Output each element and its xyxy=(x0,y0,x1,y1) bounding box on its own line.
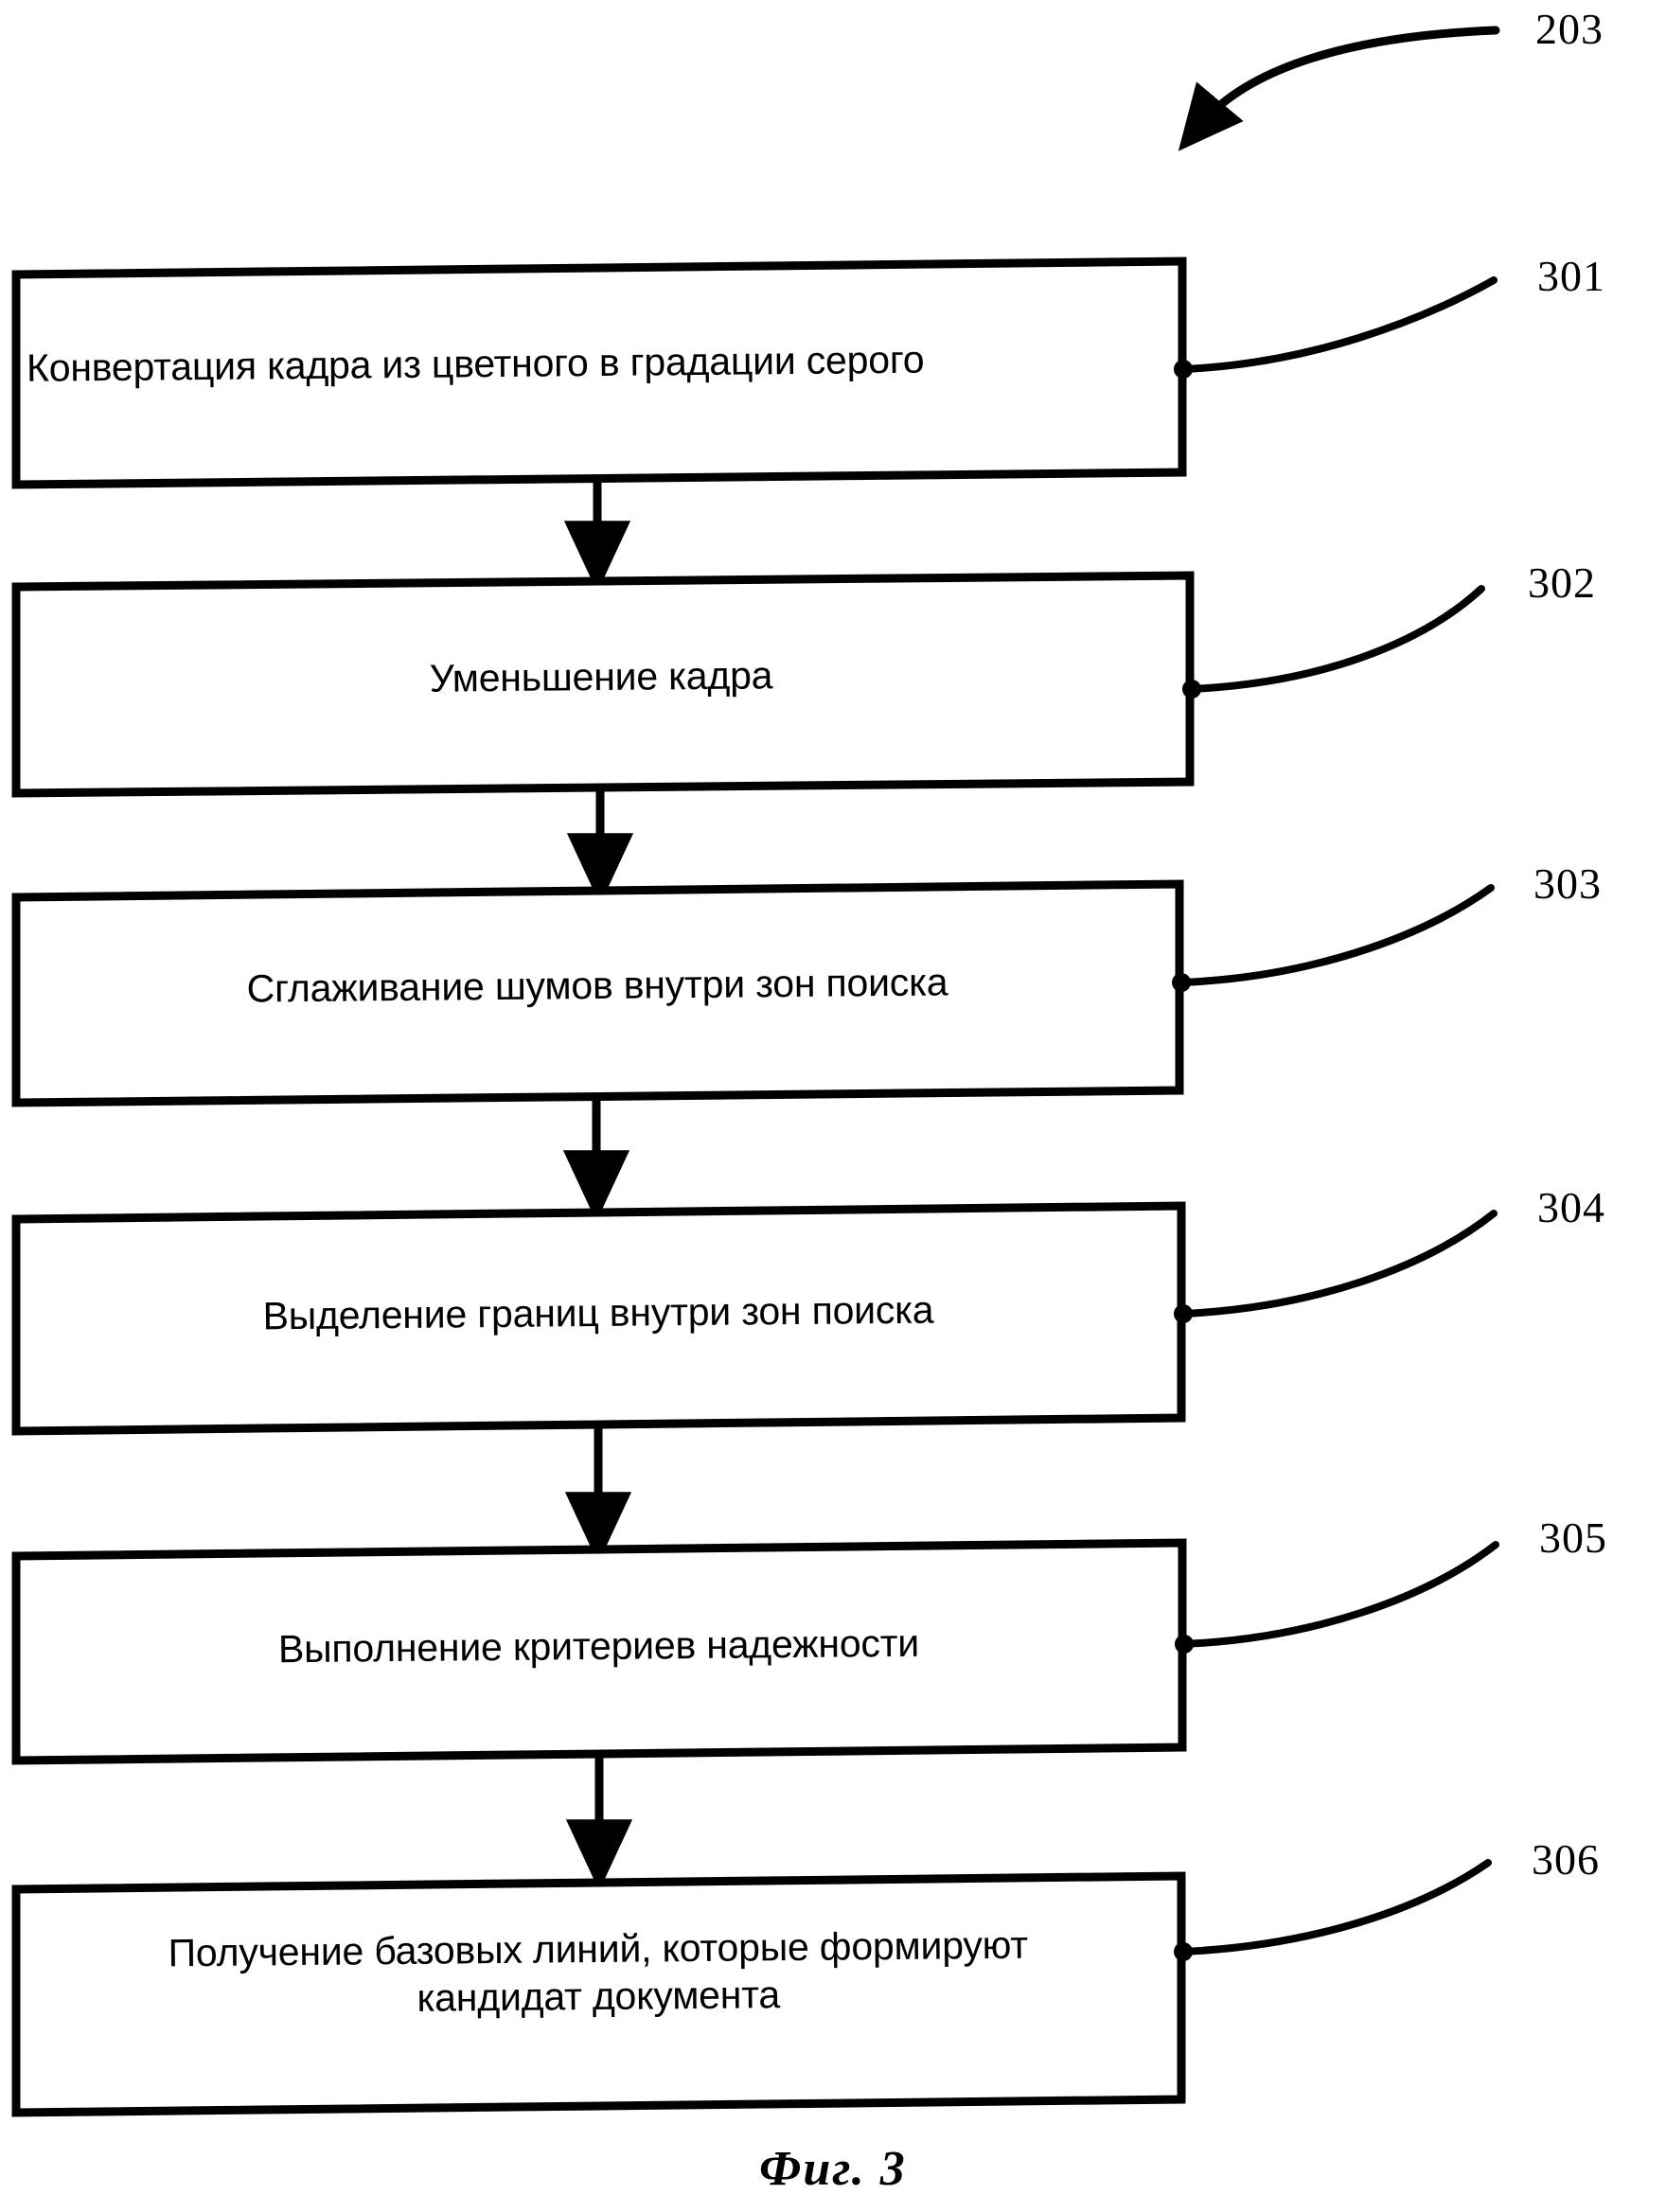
ref-301-leader xyxy=(1174,276,1498,379)
reference-numeral-301: 301 xyxy=(1537,252,1605,300)
ref-302-leader xyxy=(1182,585,1485,699)
figure-caption: Фиг. 3 xyxy=(759,2142,907,2196)
reference-numeral-203: 203 xyxy=(1535,5,1604,53)
process-box-304 xyxy=(11,1201,1186,1436)
reference-numeral-304: 304 xyxy=(1537,1183,1605,1231)
process-box-303 xyxy=(11,879,1184,1107)
process-box-305 xyxy=(11,1538,1187,1765)
reference-numeral-302: 302 xyxy=(1528,558,1596,607)
process-box-306-label: Получение базовых линий, которые формиру… xyxy=(168,1922,1029,2020)
ref-304-leader xyxy=(1174,1210,1498,1323)
ref-305-leader xyxy=(1175,1541,1499,1654)
reference-numeral-306: 306 xyxy=(1532,1835,1600,1884)
reference-numeral-305: 305 xyxy=(1539,1513,1607,1562)
process-box-302 xyxy=(11,571,1195,798)
reference-numeral-303: 303 xyxy=(1533,859,1602,908)
process-box-306 xyxy=(11,1871,1186,2117)
ref-203-leader xyxy=(1178,26,1500,151)
ref-303-leader xyxy=(1172,884,1495,992)
process-box-301 xyxy=(11,257,1187,489)
ref-306-leader xyxy=(1174,1859,1492,1961)
